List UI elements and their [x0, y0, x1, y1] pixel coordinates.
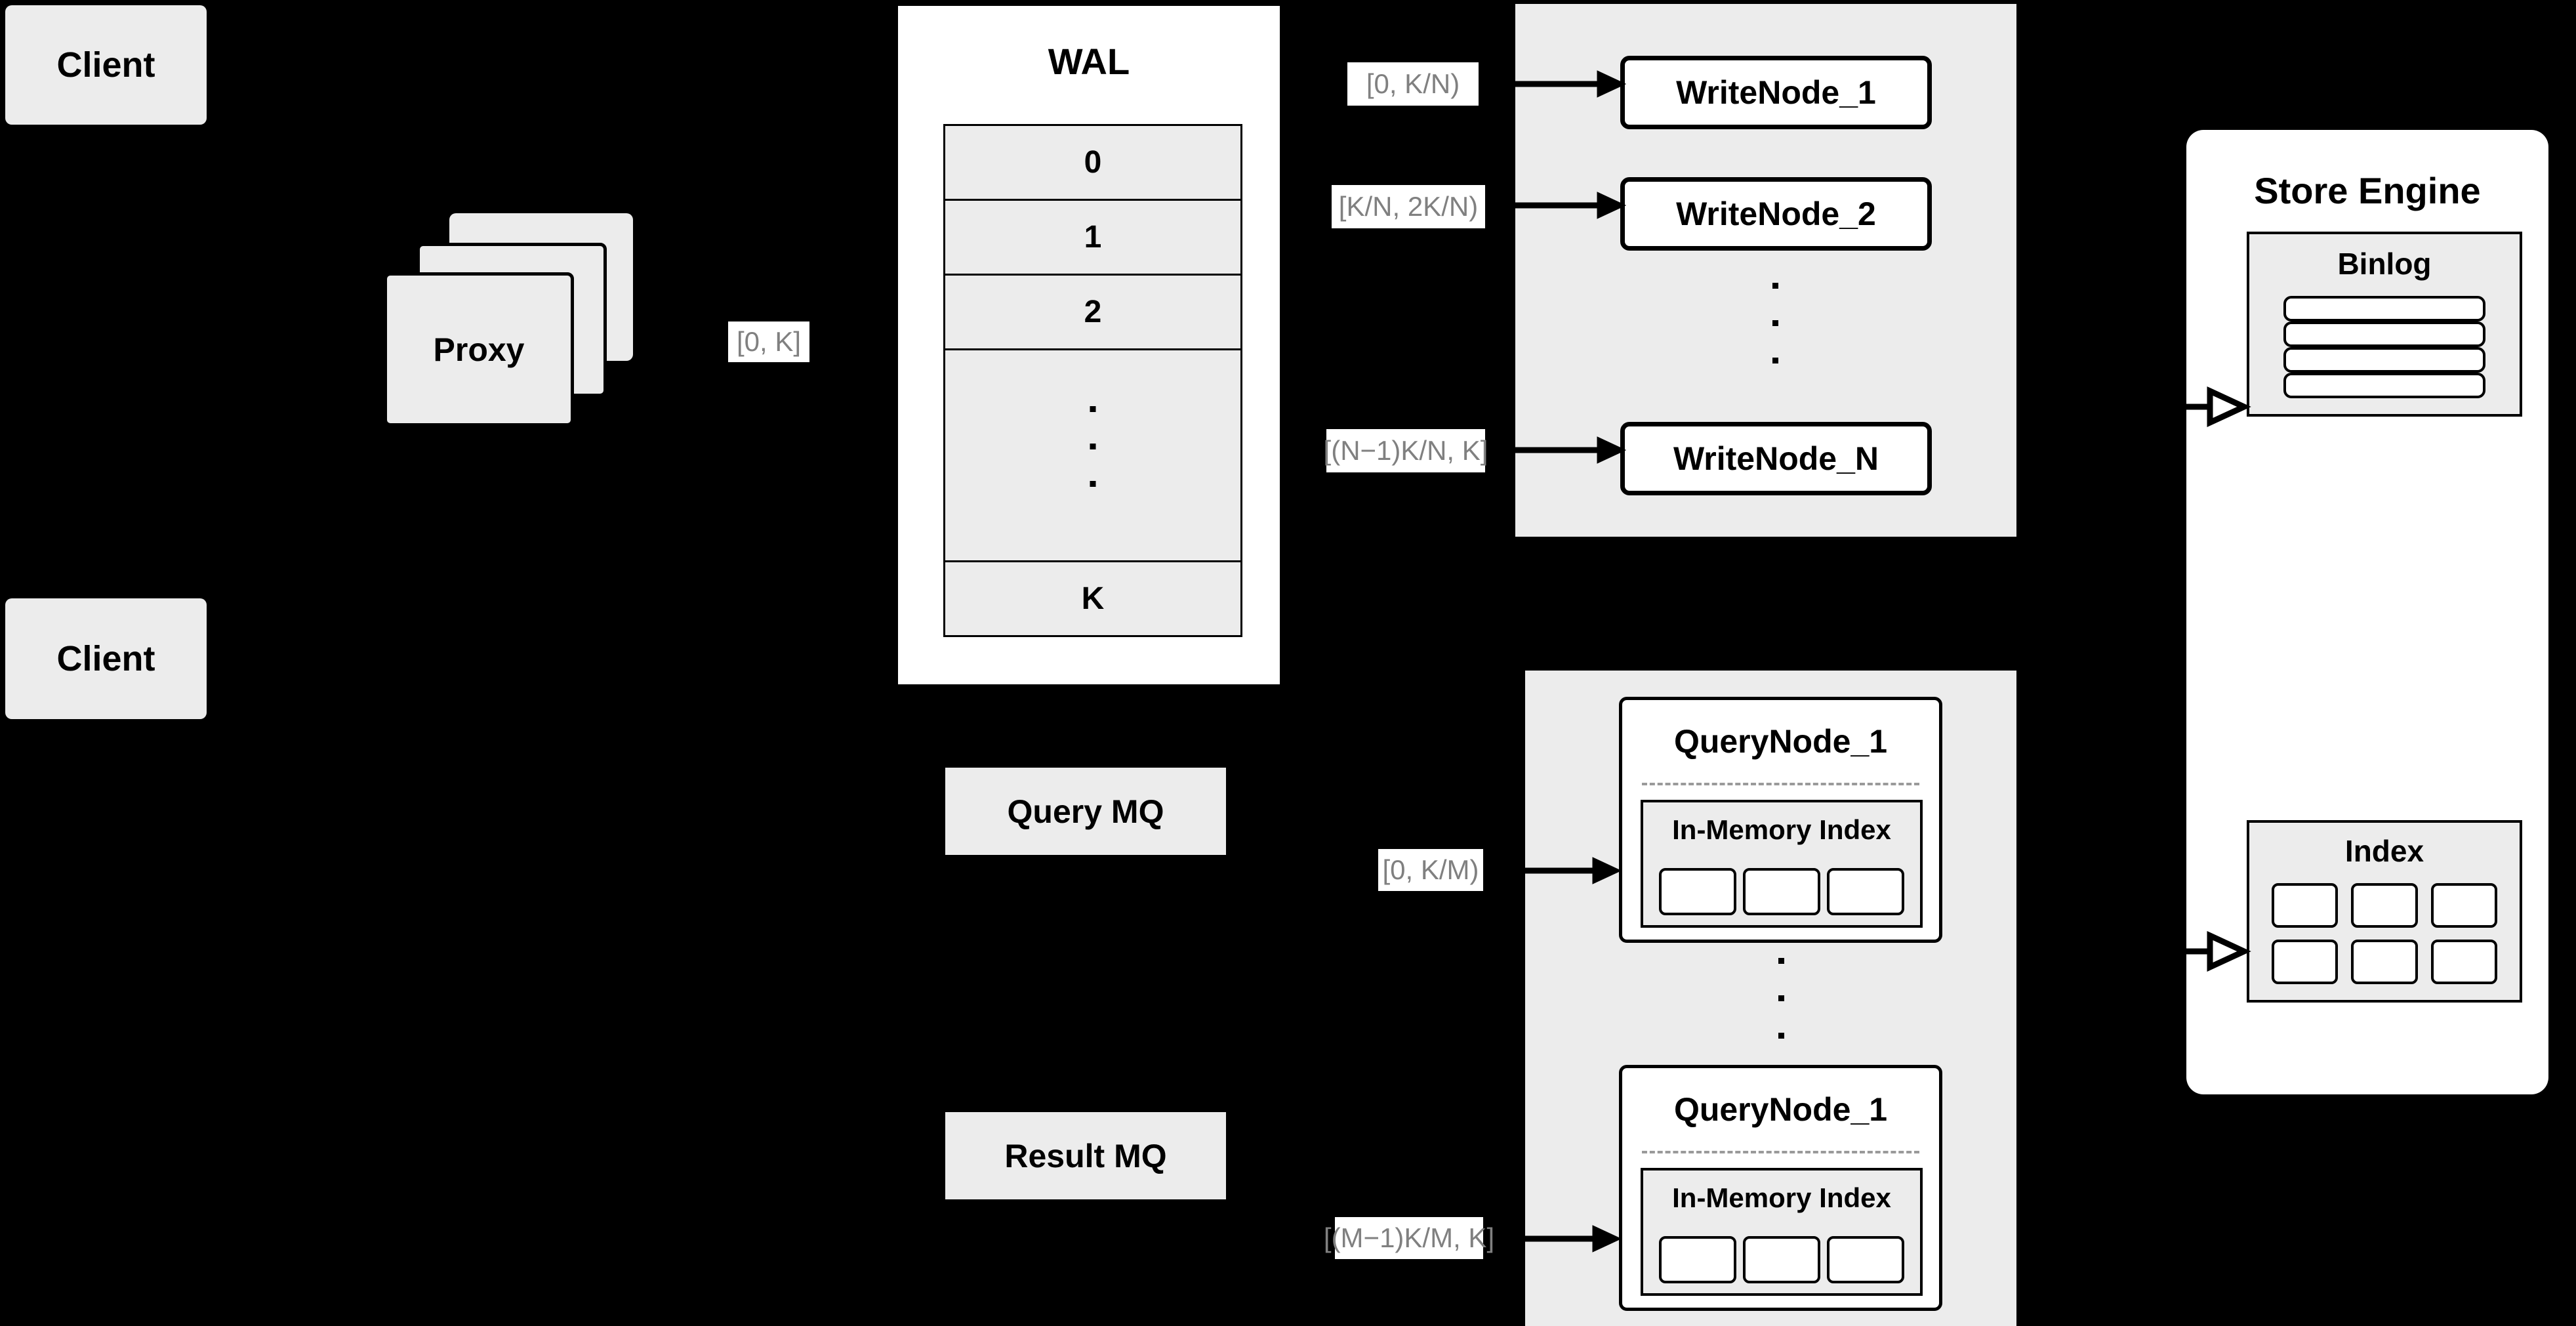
- edge-label-wal-to-write-1: [0, K/N): [1347, 62, 1479, 106]
- query-mq-label: Query MQ: [1007, 793, 1164, 830]
- binlog-box: Binlog: [2247, 232, 2522, 417]
- index-cell[interactable]: [2430, 940, 2497, 984]
- query-mq-box[interactable]: Query MQ: [945, 768, 1226, 855]
- edge-label-proxy-to-wal: [0, K]: [728, 321, 809, 362]
- binlog-segments: [2283, 296, 2485, 398]
- write-cluster-arrows: [1515, 70, 1627, 464]
- index-cell[interactable]: [2272, 883, 2339, 928]
- wal-title: WAL: [1048, 41, 1130, 82]
- write-node-label: WriteNode_N: [1673, 440, 1879, 477]
- index-cell-row: [1659, 868, 1904, 915]
- vertical-ellipsis-icon: [1090, 406, 1096, 487]
- write-node-1[interactable]: WriteNode_1: [1620, 56, 1932, 129]
- query-node-m[interactable]: QueryNode_1 In-Memory Index: [1619, 1065, 1942, 1311]
- in-memory-index-m: In-Memory Index: [1641, 1168, 1923, 1296]
- vertical-ellipsis-icon: [1772, 283, 1778, 363]
- index-cell[interactable]: [1827, 868, 1904, 915]
- query-cluster-arrows: [1525, 857, 1622, 1253]
- index-cell-grid: [2272, 883, 2497, 984]
- store-engine-arrow-index: [2181, 930, 2251, 972]
- index-cell[interactable]: [1743, 868, 1820, 915]
- edge-label-wal-to-write-2: [K/N, 2K/N): [1332, 185, 1485, 228]
- in-memory-index-1: In-Memory Index: [1641, 800, 1923, 928]
- index-cell[interactable]: [1827, 1236, 1904, 1283]
- index-cell[interactable]: [1659, 1236, 1736, 1283]
- wal-row: 1: [945, 201, 1240, 276]
- query-cluster-panel: QueryNode_1 In-Memory Index Qu: [1525, 671, 2016, 1326]
- client-label: Client: [56, 45, 155, 85]
- proxy-label: Proxy: [433, 331, 525, 368]
- write-cluster-panel: WriteNode_1 WriteNode_2 WriteNode_N: [1515, 4, 2016, 537]
- query-node-1[interactable]: QueryNode_1 In-Memory Index: [1619, 697, 1942, 943]
- client-box-1[interactable]: Client: [5, 5, 207, 125]
- binlog-label: Binlog: [2337, 247, 2432, 281]
- wal-row: 2: [945, 276, 1240, 351]
- index-cell[interactable]: [2351, 940, 2418, 984]
- store-engine-title: Store Engine: [2254, 170, 2481, 211]
- wal-panel: WAL 0 1 2 K: [896, 4, 1282, 686]
- query-node-label: QueryNode_1: [1673, 723, 1888, 760]
- vertical-ellipsis-icon: [1778, 958, 1784, 1039]
- write-node-n[interactable]: WriteNode_N: [1620, 422, 1932, 495]
- result-mq-box[interactable]: Result MQ: [945, 1112, 1226, 1199]
- index-box: Index: [2247, 820, 2522, 1003]
- query-node-divider: [1642, 1151, 1919, 1153]
- query-node-divider: [1642, 783, 1919, 785]
- client-label: Client: [56, 639, 155, 678]
- write-node-label: WriteNode_1: [1676, 74, 1876, 111]
- wal-row: K: [945, 562, 1240, 635]
- wal-table: 0 1 2 K: [943, 124, 1242, 637]
- binlog-segment[interactable]: [2283, 296, 2485, 321]
- binlog-segment[interactable]: [2283, 347, 2485, 373]
- in-memory-index-label: In-Memory Index: [1672, 814, 1891, 845]
- index-cell[interactable]: [2351, 883, 2418, 928]
- store-engine-panel: Store Engine Binlog Index: [2186, 130, 2548, 1094]
- in-memory-index-label: In-Memory Index: [1672, 1182, 1891, 1213]
- proxy-stack-layer-front[interactable]: Proxy: [384, 272, 574, 426]
- binlog-segment[interactable]: [2283, 321, 2485, 347]
- result-mq-label: Result MQ: [1004, 1137, 1167, 1174]
- index-cell[interactable]: [2272, 940, 2339, 984]
- query-node-label: QueryNode_1: [1673, 1091, 1888, 1128]
- edge-label-wal-to-write-n: [(N−1)K/N, K]: [1324, 429, 1488, 472]
- wal-row-ellipsis: [945, 350, 1240, 562]
- index-cell[interactable]: [1659, 868, 1736, 915]
- index-label: Index: [2344, 834, 2424, 868]
- proxy-stack[interactable]: Proxy: [380, 213, 663, 433]
- edge-label-mq-to-query-1: [0, K/M): [1378, 849, 1483, 891]
- client-box-2[interactable]: Client: [5, 598, 207, 719]
- index-cell-row: [1659, 1236, 1904, 1283]
- index-cell[interactable]: [1743, 1236, 1820, 1283]
- store-engine-arrow-binlog: [2181, 386, 2251, 428]
- wal-row: 0: [945, 126, 1240, 201]
- write-node-2[interactable]: WriteNode_2: [1620, 177, 1932, 251]
- binlog-segment[interactable]: [2283, 373, 2485, 398]
- edge-label-mq-to-query-m: [(M−1)K/M, K]: [1324, 1217, 1494, 1259]
- index-cell[interactable]: [2430, 883, 2497, 928]
- write-node-label: WriteNode_2: [1676, 196, 1876, 232]
